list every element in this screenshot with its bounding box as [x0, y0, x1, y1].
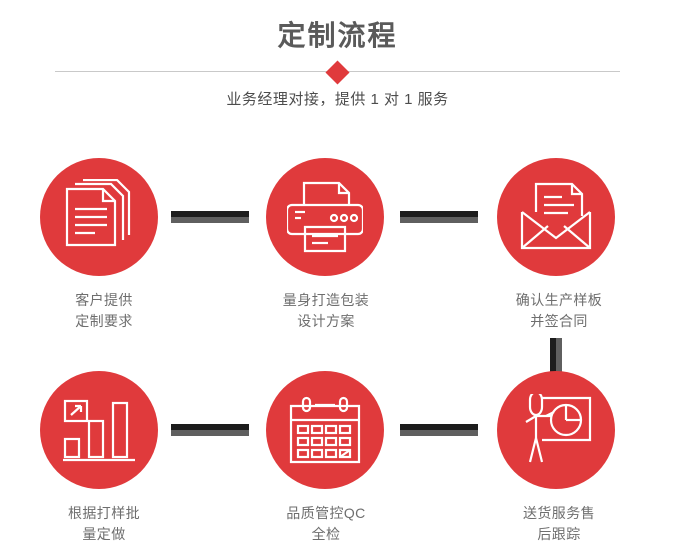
diamond-icon — [325, 59, 350, 85]
bar-chart-growth-icon — [63, 399, 135, 462]
connector-step3-step6-vertical — [550, 338, 562, 372]
envelope-document-icon — [520, 182, 592, 250]
connector-segment-light — [171, 430, 249, 436]
connector-segment-dark — [171, 424, 249, 430]
step-4-circle — [40, 371, 158, 489]
page-subtitle: 业务经理对接，提供 1 对 1 服务 — [226, 91, 449, 108]
step-3-label: 确认生产样板 并签合同 — [515, 292, 603, 329]
process-step-6[interactable]: 送货服务售 后跟踪 — [476, 371, 636, 545]
step-4-label: 根据打样批 量定做 — [68, 505, 140, 542]
step-1-circle — [40, 158, 158, 276]
process-step-2[interactable]: 量身打造包装 设计方案 — [245, 158, 405, 332]
connector-step1-step2 — [171, 211, 249, 223]
connector-step2-step3 — [400, 211, 478, 223]
printer-icon — [287, 181, 363, 253]
connector-segment-dark — [550, 338, 556, 372]
connector-segment-light — [556, 338, 562, 372]
connector-segment-light — [400, 430, 478, 436]
process-step-3[interactable]: 确认生产样板 并签合同 — [476, 158, 636, 332]
connector-segment-dark — [171, 211, 249, 217]
header-divider — [55, 59, 620, 85]
process-step-4[interactable]: 根据打样批 量定做 — [19, 371, 179, 545]
connector-segment-light — [400, 217, 478, 223]
documents-stack-icon — [65, 179, 131, 247]
page-title: 定制流程 — [277, 20, 398, 51]
presenter-pie-chart-icon — [525, 394, 592, 463]
connector-step5-step6 — [400, 424, 478, 436]
calendar-check-icon — [289, 396, 361, 464]
connector-segment-dark — [400, 211, 478, 217]
step-2-circle — [266, 158, 384, 276]
step-6-label: 送货服务售 后跟踪 — [523, 505, 595, 542]
process-step-1[interactable]: 客户提供 定制要求 — [19, 158, 179, 332]
connector-step4-step5 — [171, 424, 249, 436]
step-2-label: 量身打造包装 设计方案 — [282, 292, 370, 329]
step-6-circle — [497, 371, 615, 489]
process-flow: 客户提供 定制要求 量身打造包装 设计方案 — [0, 150, 675, 550]
connector-segment-dark — [400, 424, 478, 430]
process-step-5[interactable]: 品质管控QC 全检 — [245, 371, 405, 545]
step-1-label: 客户提供 定制要求 — [75, 292, 133, 329]
step-5-label: 品质管控QC 全检 — [286, 505, 366, 542]
connector-segment-light — [171, 217, 249, 223]
step-5-circle — [266, 371, 384, 489]
step-3-circle — [497, 158, 615, 276]
